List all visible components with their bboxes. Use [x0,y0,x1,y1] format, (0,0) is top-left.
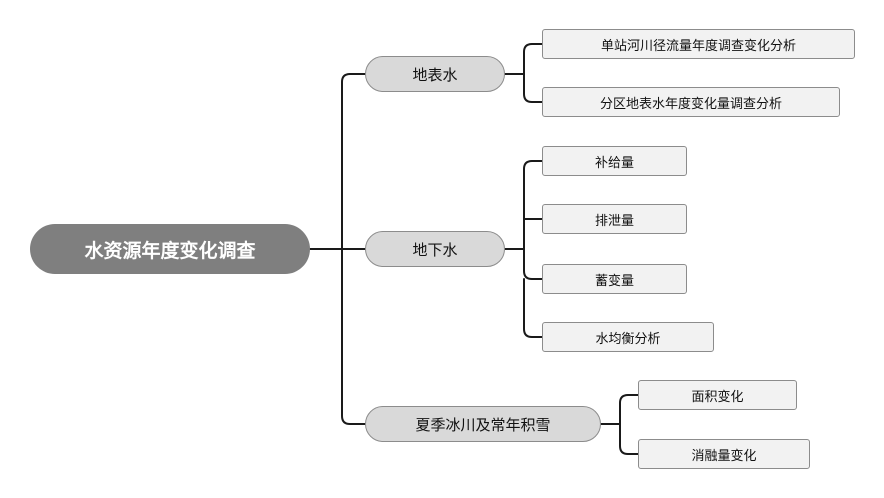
branch-groundwater[interactable]: 地下水 [365,231,505,267]
leaf-area-change[interactable]: 面积变化 [638,380,797,410]
leaf-zone-surface-water-analysis[interactable]: 分区地表水年度变化量调查分析 [542,87,840,117]
leaf-discharge[interactable]: 排泄量 [542,204,687,234]
root-node[interactable]: 水资源年度变化调查 [30,224,310,274]
branch-glacier-snow[interactable]: 夏季冰川及常年积雪 [365,406,601,442]
leaf-station-runoff-analysis[interactable]: 单站河川径流量年度调查变化分析 [542,29,855,59]
branch-surface-water[interactable]: 地表水 [365,56,505,92]
leaf-storage-change[interactable]: 蓄变量 [542,264,687,294]
leaf-recharge[interactable]: 补给量 [542,146,687,176]
leaf-water-balance-analysis[interactable]: 水均衡分析 [542,322,714,352]
leaf-melt-change[interactable]: 消融量变化 [638,439,810,469]
